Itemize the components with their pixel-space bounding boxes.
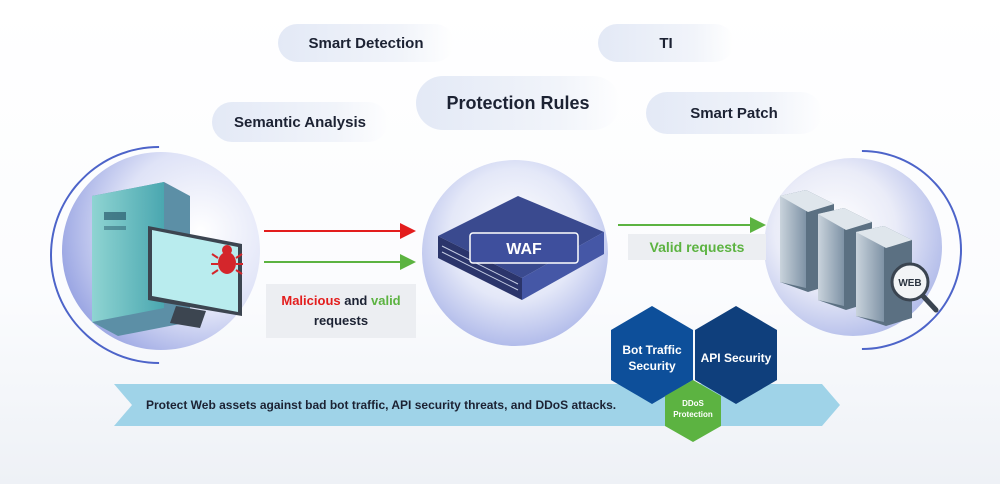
hex-api-label: API Security — [700, 351, 772, 365]
inbound-requests-label: Malicious and valid requests — [266, 284, 416, 338]
banner-text: Protect Web assets against bad bot traff… — [146, 398, 617, 412]
web-badge: WEB — [898, 278, 921, 289]
bug-icon — [211, 245, 243, 275]
hex-bot-traffic — [611, 306, 693, 404]
waf-appliance-icon — [438, 196, 604, 300]
capability-protection-rules: Protection Rules — [416, 76, 620, 130]
capability-ti: TI — [598, 24, 734, 62]
malicious-word: Malicious — [281, 293, 341, 308]
hex-bot-traffic-label: Bot Traffic Security — [622, 343, 682, 373]
hex-ddos-label: DDoS Protection — [673, 399, 713, 419]
outbound-requests-label: Valid requests — [628, 234, 766, 260]
hex-ddos — [665, 380, 721, 442]
capability-smart-detection: Smart Detection — [278, 24, 454, 62]
waf-label: WAF — [506, 241, 542, 258]
web-server-icon — [780, 190, 912, 326]
infected-client-icon — [92, 182, 242, 336]
capability-semantic-analysis: Semantic Analysis — [212, 102, 388, 142]
requests-word: requests — [313, 313, 369, 328]
hex-api — [695, 306, 777, 404]
capability-smart-patch: Smart Patch — [646, 92, 822, 134]
magnifier-web-icon — [890, 262, 939, 313]
and-word: and — [344, 293, 368, 308]
valid-word: valid — [371, 293, 401, 308]
